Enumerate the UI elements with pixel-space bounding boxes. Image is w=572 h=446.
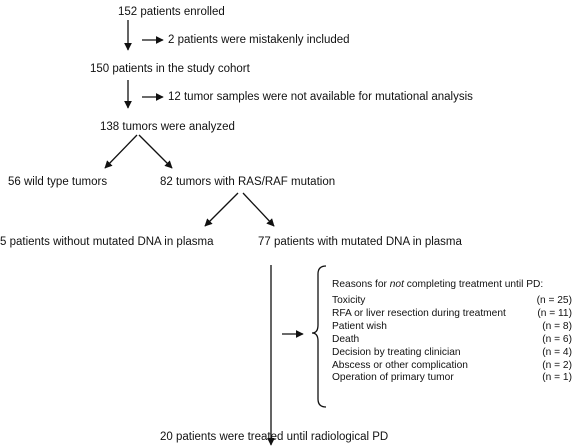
reasons-title-end: completing treatment until PD: <box>403 279 544 290</box>
final-label: 20 patients were treated until radiologi… <box>160 431 389 443</box>
enrolled-label: 152 patients enrolled <box>118 6 225 18</box>
reason-row: Abscess or other complication (n = 2) <box>332 359 572 372</box>
reason-count: (n = 6) <box>542 333 572 345</box>
reason-label: Death <box>332 333 360 345</box>
arrow-to-no-dna <box>204 192 239 227</box>
mutated-label: 82 tumors with RAS/RAF mutation <box>160 176 336 188</box>
analyzed-label: 138 tumors were analyzed <box>100 121 235 133</box>
reasons-title-emphasis: not <box>389 279 404 290</box>
reason-label: Decision by treating clinician <box>332 346 461 358</box>
reason-label: Patient wish <box>332 320 387 332</box>
arrow-to-with-dna <box>242 192 275 227</box>
no-dna-label: 5 patients without mutated DNA in plasma <box>0 236 214 248</box>
reason-label: RFA or liver resection during treatment <box>332 307 506 319</box>
reason-count: (n = 11) <box>537 307 572 319</box>
reason-label: Operation of primary tumor <box>332 372 454 384</box>
arrow-to-wild-type <box>104 134 138 169</box>
reason-row: Patient wish (n = 8) <box>332 320 572 333</box>
cohort-label: 150 patients in the study cohort <box>90 63 250 75</box>
reasons-brace <box>311 265 327 408</box>
reason-row: Death (n = 6) <box>332 333 572 346</box>
reason-row: Operation of primary tumor (n = 1) <box>332 371 572 384</box>
with-dna-label: 77 patients with mutated DNA in plasma <box>258 236 462 248</box>
reason-count: (n = 2) <box>542 359 572 371</box>
reason-row: RFA or liver resection during treatment (… <box>332 307 572 320</box>
arrow-to-mutated <box>138 134 173 169</box>
reasons-title-start: Reasons for <box>332 279 390 290</box>
reason-count: (n = 25) <box>536 295 572 306</box>
not-available-label: 12 tumor samples were not available for … <box>168 91 473 103</box>
reason-row: Decision by treating clinician (n = 4) <box>332 346 572 359</box>
wild-type-label: 56 wild type tumors <box>8 176 108 188</box>
reasons-title: Reasons for not completing treatment unt… <box>332 278 543 291</box>
reason-label: Toxicity <box>332 295 366 306</box>
reason-label: Abscess or other complication <box>332 359 468 371</box>
reason-count: (n = 4) <box>542 346 572 358</box>
reason-count: (n = 1) <box>542 372 572 384</box>
excluded-label: 2 patients were mistakenly included <box>168 34 350 46</box>
reason-row: Toxicity (n = 25) <box>332 294 572 307</box>
reason-count: (n = 8) <box>542 320 572 332</box>
